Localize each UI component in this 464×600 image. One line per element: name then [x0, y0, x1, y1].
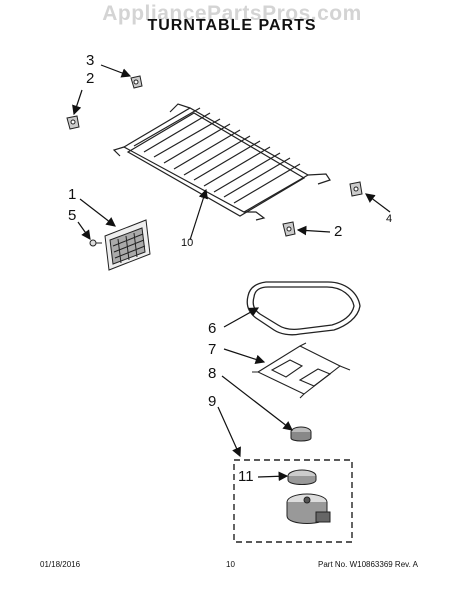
part-4-clip: [349, 181, 363, 197]
page-title: TURNTABLE PARTS: [147, 17, 317, 34]
oven-rack: [112, 103, 331, 221]
callout-2-right: 2: [334, 223, 343, 240]
part-6-seal-ring: [246, 281, 361, 336]
footer-date: 01/18/2016: [40, 560, 81, 569]
callout-2-top: 2: [86, 70, 95, 87]
callout-5: 5: [68, 207, 77, 224]
callout-6: 6: [208, 320, 217, 337]
part-3-clip: [130, 75, 143, 89]
leader-arrows: [72, 64, 391, 482]
callout-1: 1: [68, 186, 77, 203]
part-1-grille: [104, 219, 151, 271]
part-8-coupler: [290, 426, 312, 442]
callout-3: 3: [86, 52, 95, 69]
part-2-clip-left: [66, 115, 80, 130]
footer-part-number: Part No. W10863369 Rev. A: [318, 560, 418, 569]
turntable-motor: [286, 493, 331, 524]
footer-page-number: 10: [226, 560, 235, 569]
callout-11: 11: [238, 468, 254, 485]
callout-7: 7: [208, 341, 217, 358]
watermark: AppliancePartsPros.com: [102, 2, 362, 25]
part-5-screw: [89, 239, 102, 247]
callout-9: 9: [208, 393, 217, 410]
part-11-gear: [287, 469, 317, 485]
callout-8: 8: [208, 365, 217, 382]
callout-10: 10: [181, 237, 194, 249]
part-2-clip-right: [282, 221, 296, 237]
callout-4: 4: [386, 213, 393, 225]
part-7-roller-support: [252, 342, 351, 399]
